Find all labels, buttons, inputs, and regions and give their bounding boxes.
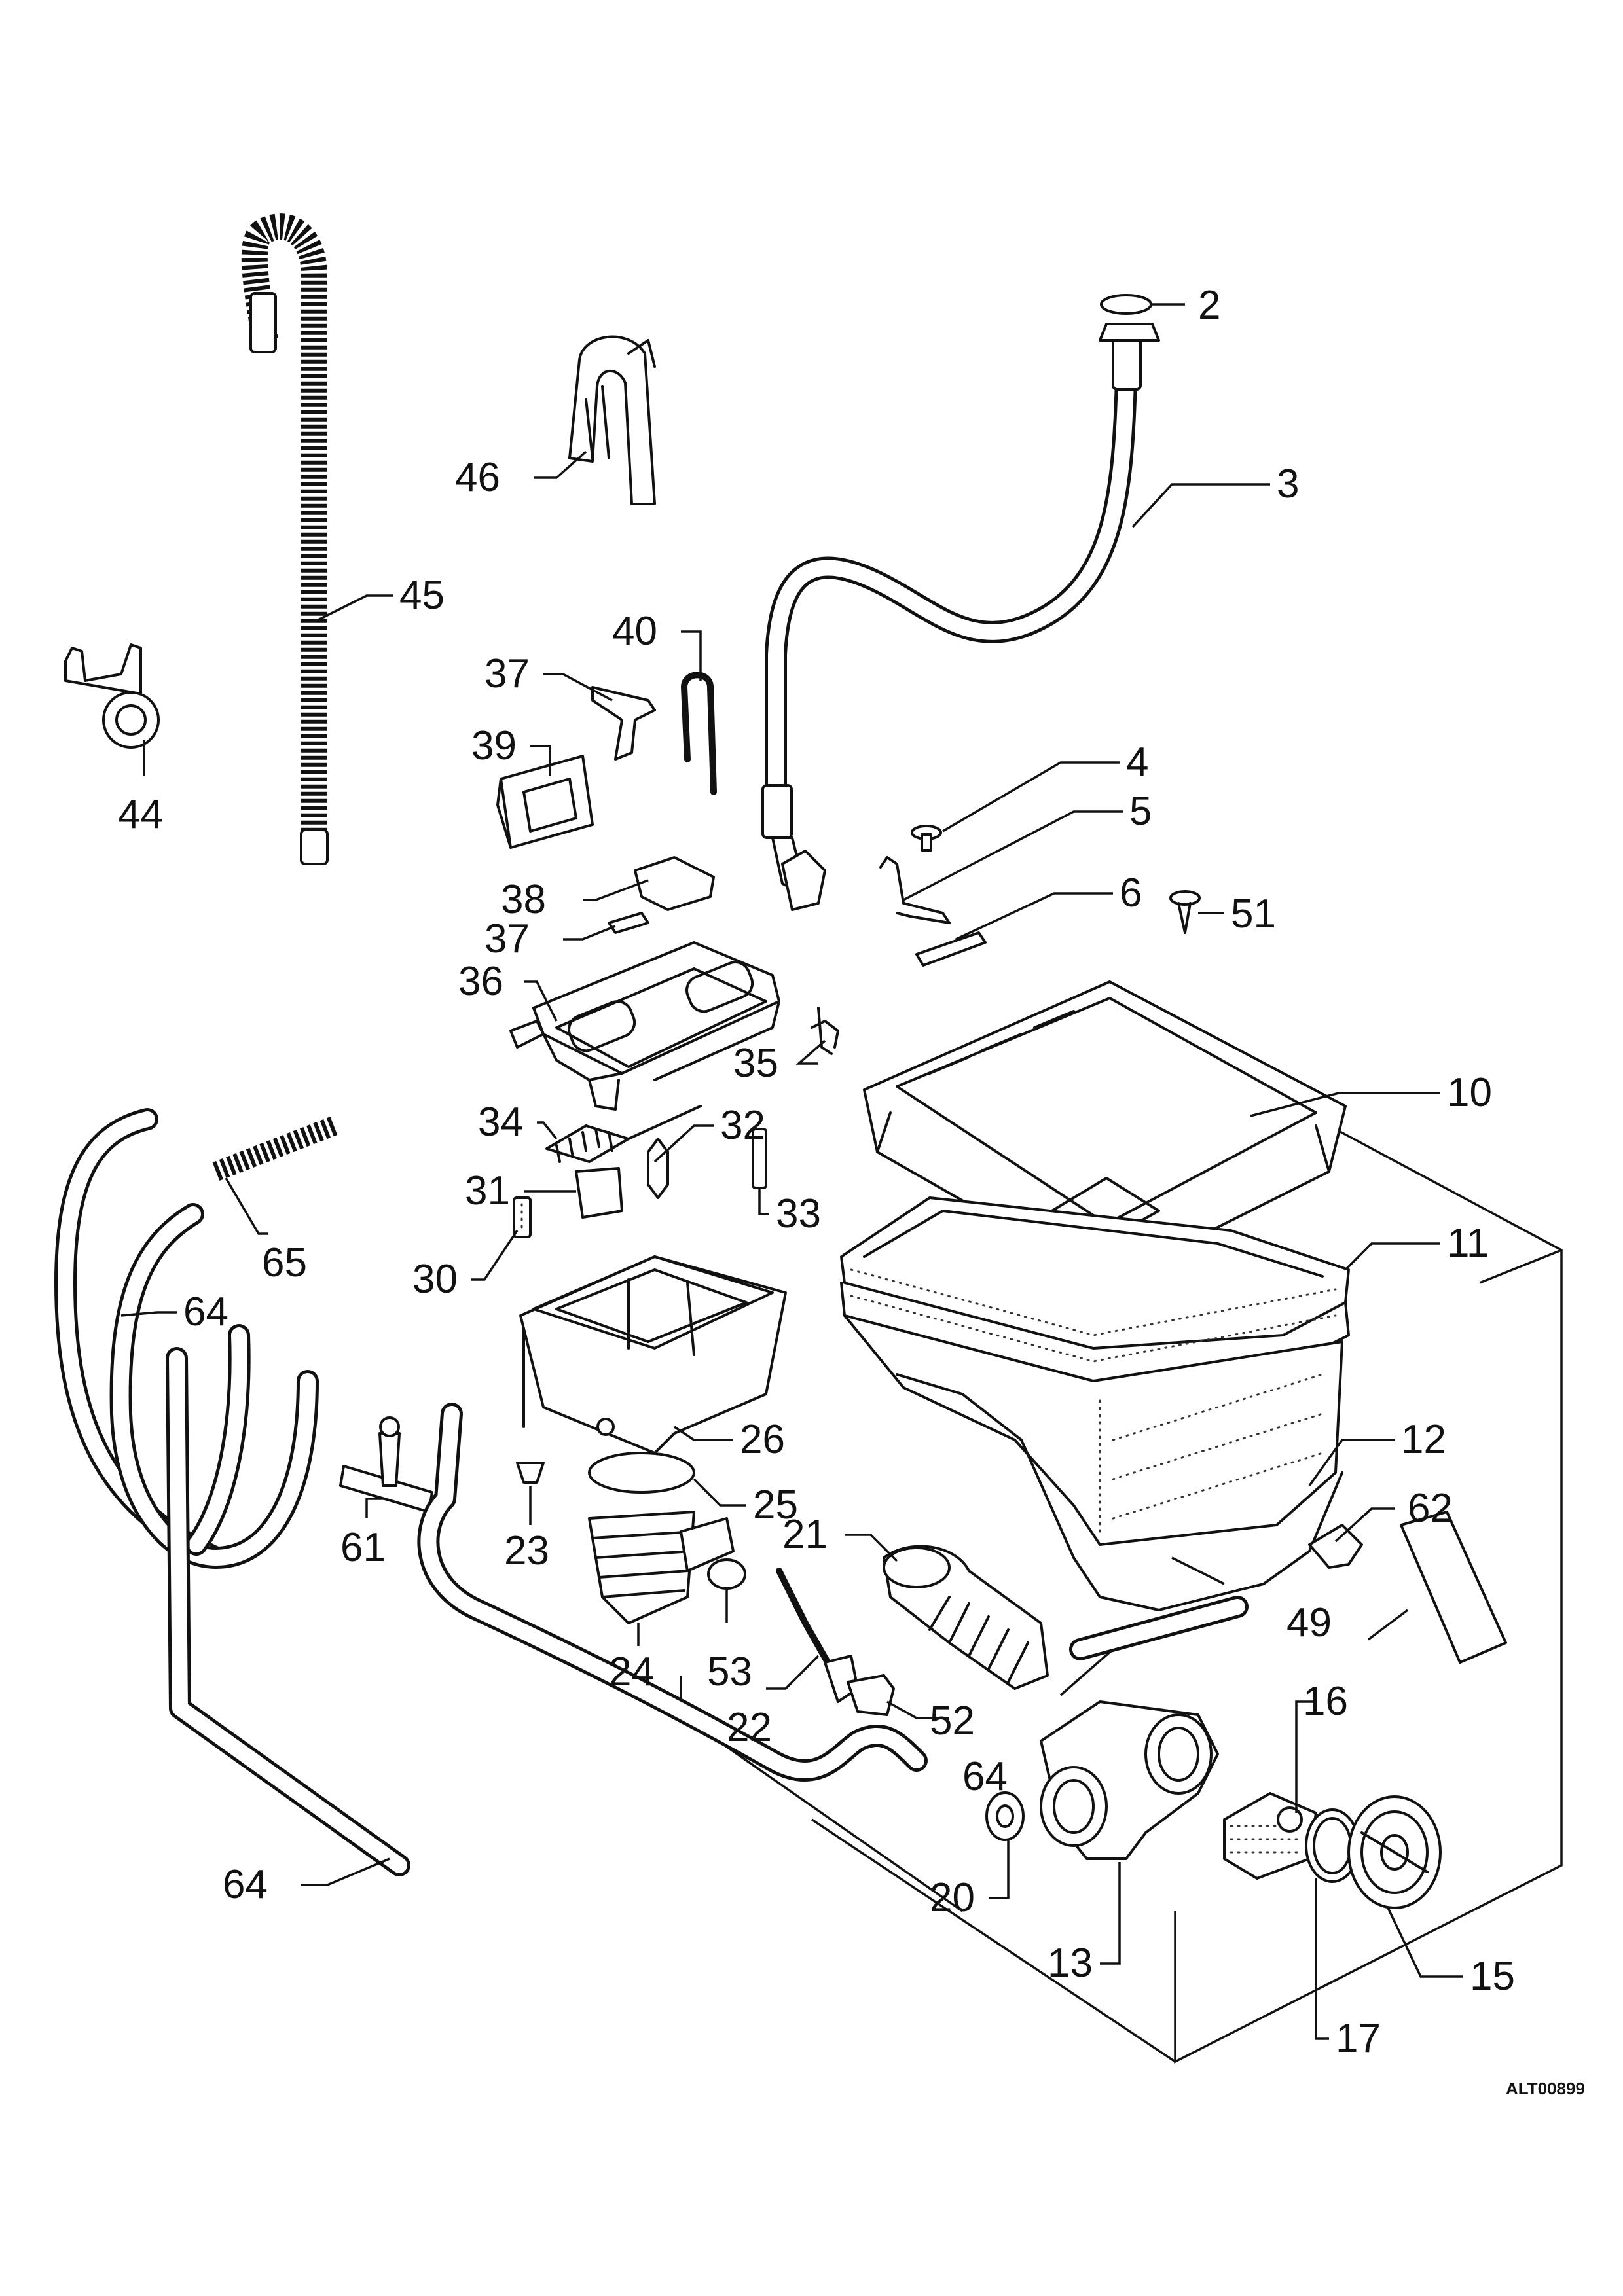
callout-32: 32 xyxy=(720,1103,765,1148)
clamp-part-35 xyxy=(811,1007,839,1055)
callout-22: 22 xyxy=(727,1705,772,1750)
callout-23: 23 xyxy=(504,1528,549,1573)
callout-30: 30 xyxy=(412,1257,458,1302)
washer-part-2 xyxy=(1100,294,1152,315)
cover-part-38 xyxy=(634,856,715,911)
clip-part-44 xyxy=(64,643,160,749)
hose-part-64-short xyxy=(1069,1596,1249,1660)
callout-52: 52 xyxy=(930,1698,975,1744)
u-clip-part-40 xyxy=(681,672,717,795)
callout-33: 33 xyxy=(776,1191,821,1236)
callout-45: 45 xyxy=(399,573,445,618)
callout-11: 11 xyxy=(1447,1221,1489,1266)
leader-lines xyxy=(120,303,1463,2040)
seal-part-20 xyxy=(985,1791,1025,1841)
terminal-block-part-34 xyxy=(545,1105,702,1163)
plate-part-49 xyxy=(1400,1511,1507,1664)
part-32 xyxy=(647,1138,669,1199)
callout-12: 12 xyxy=(1401,1417,1446,1462)
callout-36: 36 xyxy=(458,959,503,1004)
callout-26: 26 xyxy=(740,1417,785,1462)
callout-40: 40 xyxy=(612,609,657,654)
hose-part-64-left xyxy=(54,1108,319,1569)
callout-37-lower: 37 xyxy=(484,916,530,961)
callout-20: 20 xyxy=(930,1875,975,1920)
callout-labels: 2 3 4 5 6 10 11 12 13 15 16 17 20 21 22 … xyxy=(118,283,1585,2098)
callout-49: 49 xyxy=(1286,1600,1332,1645)
callout-35: 35 xyxy=(733,1041,778,1086)
callout-53: 53 xyxy=(707,1649,752,1695)
callout-64-upper: 64 xyxy=(183,1289,228,1335)
callout-24: 24 xyxy=(609,1649,654,1695)
dispenser-housing-part-26 xyxy=(519,1255,787,1454)
plug-part-23 xyxy=(516,1462,545,1484)
ring-part-25 xyxy=(588,1452,695,1494)
callout-4: 4 xyxy=(1126,740,1148,785)
callout-64-middle: 64 xyxy=(962,1754,1008,1799)
callout-31: 31 xyxy=(465,1168,510,1213)
screw-part-51 xyxy=(1169,890,1201,934)
callout-61: 61 xyxy=(340,1525,386,1570)
tub-seal-part-11 xyxy=(840,1196,1350,1382)
callout-10: 10 xyxy=(1447,1070,1492,1115)
callout-17: 17 xyxy=(1336,2016,1381,2061)
bellows-part-21 xyxy=(883,1545,1049,1690)
callout-34: 34 xyxy=(478,1100,523,1145)
relay-part-39 xyxy=(496,755,594,849)
bellows-part-24 xyxy=(588,1511,735,1624)
hose-part-64-long xyxy=(166,1347,410,1876)
filter-cap-part-15 xyxy=(1347,1795,1442,1909)
t-piece-part-61 xyxy=(339,1416,433,1513)
callout-13: 13 xyxy=(1048,1941,1093,1986)
callout-62: 62 xyxy=(1408,1486,1453,1531)
connector-part-62 xyxy=(1308,1524,1363,1569)
drawing-code: ALT00899 xyxy=(1506,2079,1585,2098)
callout-65: 65 xyxy=(262,1240,307,1285)
callout-39: 39 xyxy=(471,723,517,768)
callout-6: 6 xyxy=(1120,870,1142,916)
callout-5: 5 xyxy=(1129,789,1152,834)
callout-38: 38 xyxy=(501,877,546,922)
hose-guide-part-46 xyxy=(568,335,656,505)
callout-64-lower: 64 xyxy=(223,1862,268,1907)
callout-46: 46 xyxy=(455,455,500,500)
callout-21: 21 xyxy=(782,1512,828,1557)
callout-44: 44 xyxy=(118,792,163,837)
fastener-parts-4-5-6 xyxy=(879,825,987,967)
tub-bottom-part-12 xyxy=(843,1314,1343,1611)
hose-part-64-main xyxy=(417,1403,928,1782)
callout-2: 2 xyxy=(1198,283,1220,328)
bracket-part-37-lower xyxy=(608,912,649,934)
elbow-part-52 xyxy=(847,1674,895,1716)
part-30 xyxy=(513,1196,532,1238)
callout-15: 15 xyxy=(1470,1954,1515,1999)
bracket-part-37-upper xyxy=(591,686,656,761)
spring-part-65 xyxy=(212,1117,338,1181)
callout-37-upper: 37 xyxy=(484,651,530,696)
callout-3: 3 xyxy=(1277,461,1299,507)
callout-25: 25 xyxy=(753,1482,798,1528)
inlet-hose-part-3 xyxy=(761,323,1160,911)
pump-housing-part-13 xyxy=(1040,1700,1219,1860)
dispenser-lid-part-36 xyxy=(509,941,780,1111)
drain-hose-part-45 xyxy=(241,213,329,865)
callout-51: 51 xyxy=(1231,891,1276,937)
bracket-part-31 xyxy=(575,1167,623,1219)
impeller-part-16 xyxy=(1223,1792,1317,1880)
callout-16: 16 xyxy=(1303,1679,1348,1724)
clip-ring-part-53 xyxy=(707,1558,746,1590)
